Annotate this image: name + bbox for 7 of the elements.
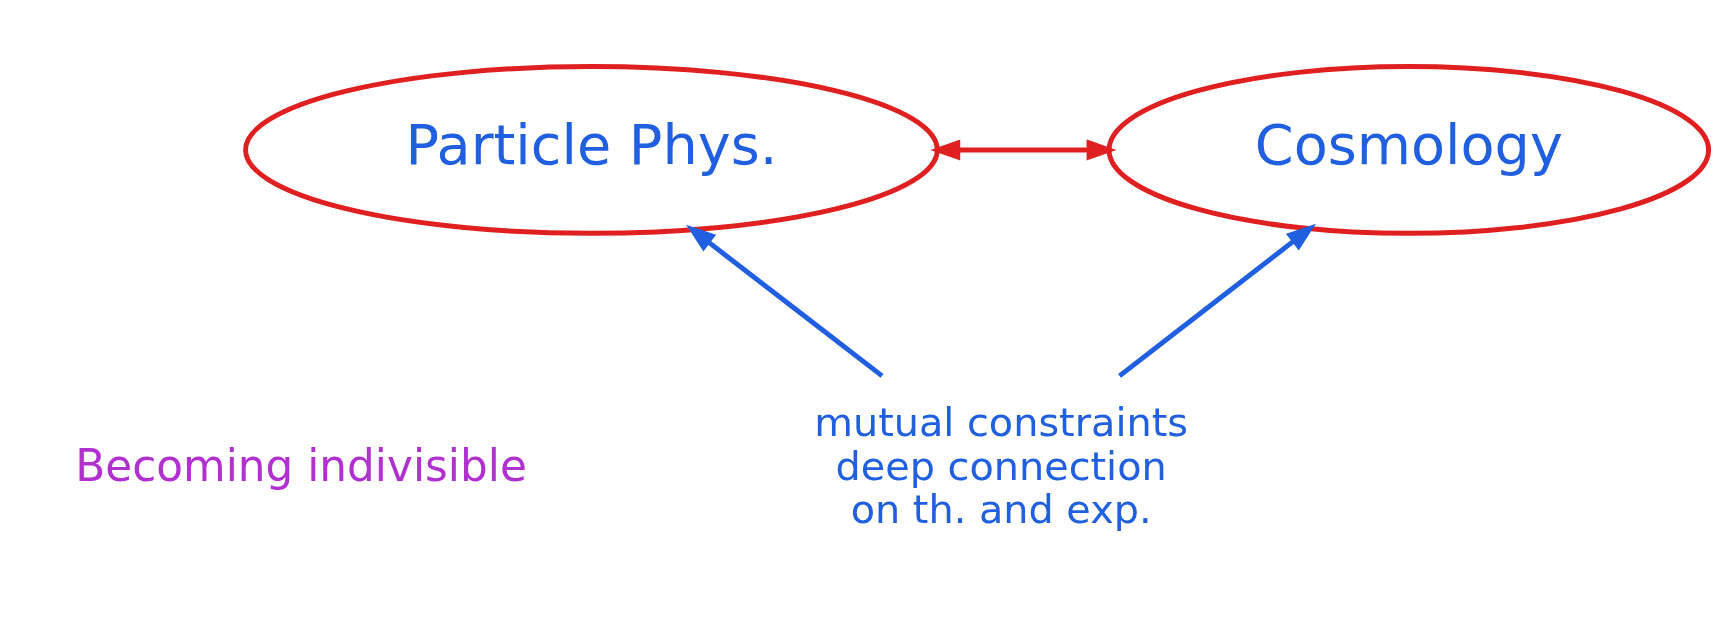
node-ellipse: Cosmology <box>1106 64 1712 236</box>
node-text: mutual constraints deep connection on th. and exp. <box>814 398 1188 533</box>
arrow <box>686 224 884 378</box>
label: Becoming indivisible <box>75 439 527 491</box>
arrow <box>1118 223 1316 378</box>
arrow <box>930 139 1117 161</box>
node-ellipse: Particle Phys. <box>243 64 940 236</box>
